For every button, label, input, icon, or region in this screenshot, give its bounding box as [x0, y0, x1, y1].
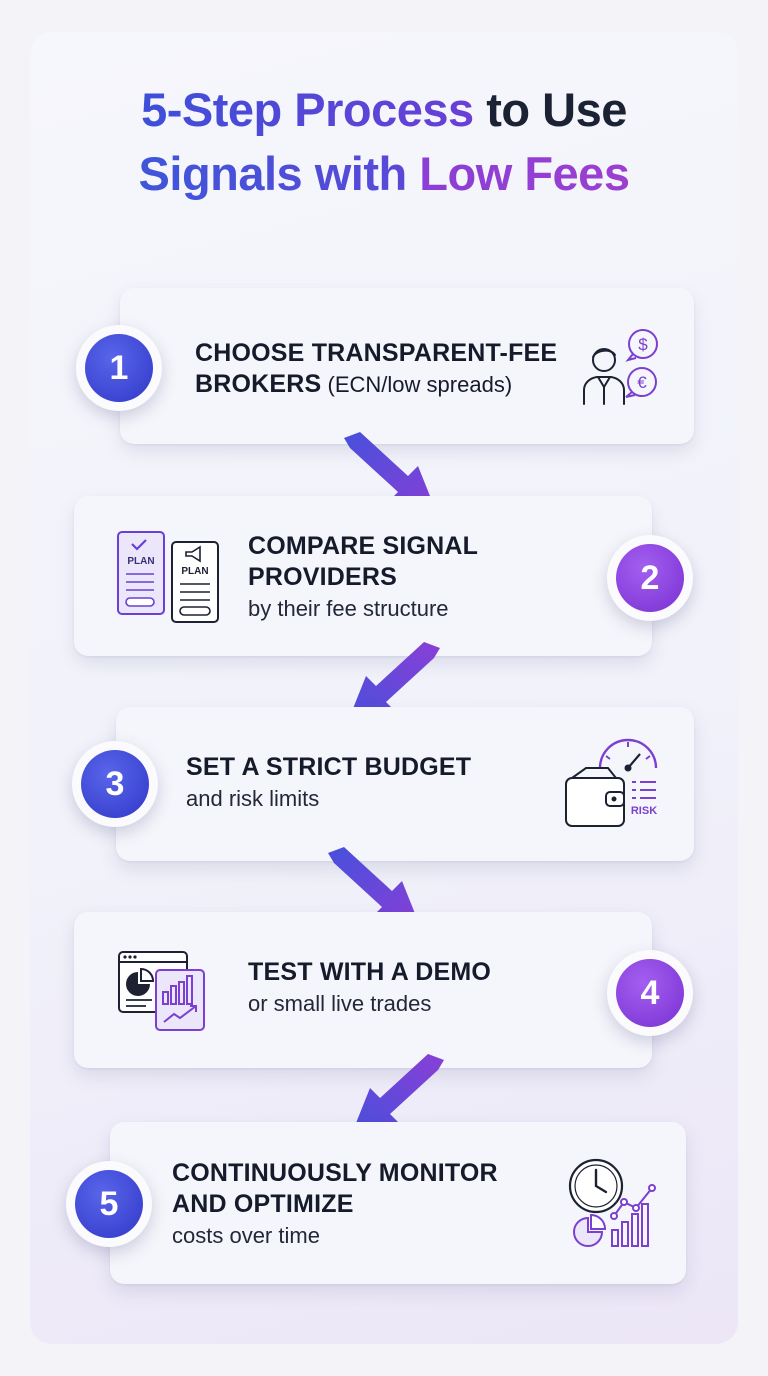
- step-number: 3: [81, 750, 149, 818]
- step-subtext: or small live trades: [248, 991, 432, 1016]
- wallet-risk-gauge-icon: RISK: [565, 738, 658, 827]
- flow-arrow-1: [344, 432, 438, 516]
- step-text-5: CONTINUOUSLY MONITOR AND OPTIMIZE costs …: [172, 1158, 572, 1251]
- title-highlight: Signals with: [138, 147, 420, 200]
- demo-dashboard-icon: [118, 951, 205, 1031]
- step-number: 2: [616, 544, 684, 612]
- flow-arrow-2: [346, 642, 440, 726]
- step-number: 4: [616, 959, 684, 1027]
- step-heading: COMPARE SIGNAL: [248, 532, 479, 560]
- step-heading: CONTINUOUSLY MONITOR: [172, 1159, 498, 1187]
- step-heading: AND OPTIMIZE: [172, 1190, 354, 1218]
- broker-currency-icon: $ €: [583, 329, 658, 405]
- step-badge-3: 3: [72, 741, 158, 827]
- step-text-2: COMPARE SIGNAL PROVIDERS by their fee st…: [248, 531, 588, 624]
- svg-text:PLAN: PLAN: [181, 566, 208, 577]
- step-number: 5: [75, 1170, 143, 1238]
- step-text-1: CHOOSE TRANSPARENT-FEE BROKERS (ECN/low …: [195, 338, 595, 400]
- step-badge-1: 1: [76, 325, 162, 411]
- step-text-4: TEST WITH A DEMO or small live trades: [248, 957, 588, 1019]
- step-badge-2: 2: [607, 535, 693, 621]
- title-highlight: Low Fees: [419, 147, 630, 200]
- svg-text:$: $: [638, 335, 648, 354]
- step-badge-5: 5: [66, 1161, 152, 1247]
- step-badge-4: 4: [607, 950, 693, 1036]
- step-heading: TEST WITH A DEMO: [248, 958, 491, 986]
- page-title: 5-Step Process to Use Signals with Low F…: [30, 78, 738, 206]
- step-card-2: [74, 496, 652, 656]
- step-number: 1: [85, 334, 153, 402]
- step-heading: CHOOSE TRANSPARENT-FEE: [195, 339, 558, 367]
- svg-text:PLAN: PLAN: [127, 556, 154, 567]
- svg-text:RISK: RISK: [631, 805, 657, 817]
- title-highlight: 5-Step Process: [141, 83, 474, 136]
- plan-comparison-icon: PLAN PLAN: [117, 531, 219, 623]
- step-text-3: SET A STRICT BUDGET and risk limits: [186, 752, 546, 814]
- step-subtext: (ECN/low spreads): [321, 372, 513, 397]
- step-heading: PROVIDERS: [248, 563, 398, 591]
- svg-text:€: €: [637, 373, 647, 392]
- step-card-1: [120, 288, 694, 444]
- step-heading: BROKERS: [195, 370, 322, 398]
- flow-arrow-3: [328, 847, 422, 931]
- title-text: to Use: [473, 83, 627, 136]
- flow-arrow-4: [350, 1054, 444, 1138]
- step-subtext: and risk limits: [186, 786, 320, 811]
- clock-analytics-icon: [568, 1158, 656, 1247]
- step-subtext: by their fee structure: [248, 596, 449, 621]
- step-subtext: costs over time: [172, 1223, 320, 1248]
- step-heading: SET A STRICT BUDGET: [186, 753, 472, 781]
